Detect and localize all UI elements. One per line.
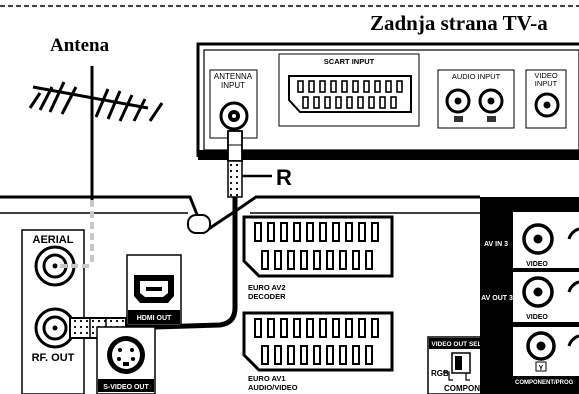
device-back-panel bbox=[0, 195, 480, 235]
scart-pin bbox=[358, 222, 366, 242]
scart-pin bbox=[339, 250, 347, 270]
euro-av1-scart: EURO AV1 AUDIO/VIDEO bbox=[242, 311, 394, 392]
tv-antenna-input: ANTENNA INPUT bbox=[209, 69, 258, 139]
tv-audio-input: AUDIO INPUT bbox=[437, 69, 515, 129]
scart-pin bbox=[300, 345, 308, 365]
scart-pin bbox=[365, 345, 373, 365]
scart-pin bbox=[335, 96, 342, 109]
rf-cable bbox=[123, 130, 272, 331]
s-video-out-label: S-VIDEO OUT bbox=[103, 384, 149, 391]
scart-pin bbox=[324, 96, 331, 109]
scart-pin bbox=[319, 222, 327, 242]
scart-pin bbox=[341, 80, 348, 93]
aerial-label: AERIAL bbox=[33, 234, 74, 246]
av-out3-label: AV OUT 3 bbox=[481, 295, 513, 302]
euro-av1-label-1: EURO AV1 bbox=[248, 374, 286, 383]
scart-pin bbox=[297, 80, 304, 93]
scart-pin bbox=[313, 96, 320, 109]
hdmi-out-label: HDMI OUT bbox=[137, 315, 172, 322]
scart-pin bbox=[357, 96, 364, 109]
tv-antenna-input-label-1: ANTENNA bbox=[214, 72, 253, 81]
scart-pin bbox=[267, 318, 275, 338]
scart-pin bbox=[306, 222, 314, 242]
scart-pin bbox=[352, 80, 359, 93]
scart-pin bbox=[374, 80, 381, 93]
scart-pin bbox=[390, 96, 397, 109]
scart-pin bbox=[396, 80, 403, 93]
scart-pin bbox=[365, 250, 373, 270]
scart-pin bbox=[385, 80, 392, 93]
scart-pin bbox=[293, 222, 301, 242]
scart-pin bbox=[261, 345, 269, 365]
tv-scart-input-label: SCART INPUT bbox=[324, 57, 375, 66]
component-prog-label: COMPONENT/PROG bbox=[515, 380, 574, 386]
scart-pin bbox=[368, 96, 375, 109]
scart-pin bbox=[254, 222, 262, 242]
rf-out-label: RF. OUT bbox=[32, 352, 75, 364]
video-label-1: VIDEO bbox=[526, 261, 548, 268]
av-in3-label: AV IN 3 bbox=[484, 241, 508, 248]
scart-pin bbox=[345, 222, 353, 242]
tv-scart-input: SCART INPUT bbox=[278, 53, 420, 127]
scart-pin bbox=[280, 222, 288, 242]
tv-audio-input-label: AUDIO INPUT bbox=[452, 72, 501, 81]
video-label-2: VIDEO bbox=[526, 314, 548, 321]
y-label: Y bbox=[539, 365, 544, 372]
antenna-dashed-line bbox=[60, 200, 94, 268]
scart-pin bbox=[332, 222, 340, 242]
scart-pin bbox=[274, 250, 282, 270]
tv-back-title: Zadnja strana TV-a bbox=[370, 11, 548, 35]
scart-pin bbox=[371, 318, 379, 338]
scart-pin bbox=[293, 318, 301, 338]
scart-pin bbox=[346, 96, 353, 109]
hdmi-out: HDMI OUT bbox=[126, 254, 182, 326]
s-video-out: S-VIDEO OUT bbox=[96, 326, 156, 394]
euro-av2-label-1: EURO AV2 bbox=[248, 283, 286, 292]
scart-pin bbox=[352, 250, 360, 270]
scart-pin bbox=[313, 250, 321, 270]
scart-pin bbox=[339, 345, 347, 365]
scart-pin bbox=[287, 345, 295, 365]
euro-av1-label-2: AUDIO/VIDEO bbox=[248, 383, 298, 392]
scart-pin bbox=[363, 80, 370, 93]
scart-pin bbox=[261, 250, 269, 270]
scart-pin bbox=[326, 345, 334, 365]
scart-pin bbox=[274, 345, 282, 365]
scart-pin bbox=[306, 318, 314, 338]
scart-pin bbox=[319, 80, 326, 93]
scart-pin bbox=[358, 318, 366, 338]
scart-pin bbox=[345, 318, 353, 338]
av3-block: AV IN 3 AV OUT 3 VIDEO VIDEO Y COMPONENT… bbox=[480, 197, 579, 394]
scart-pin bbox=[332, 318, 340, 338]
antenna-title: Antena bbox=[50, 35, 110, 56]
rgb-label: RGB bbox=[431, 369, 449, 378]
scart-pin bbox=[300, 250, 308, 270]
euro-av2-scart: EURO AV2 DECODER bbox=[242, 215, 394, 301]
video-out-select-label: VIDEO OUT SELECT bbox=[431, 341, 494, 348]
cable-r-label: R bbox=[276, 165, 292, 190]
tv-video-input-label-2: INPUT bbox=[535, 79, 558, 88]
scart-pin bbox=[287, 250, 295, 270]
scart-pin bbox=[302, 96, 309, 109]
aerial-rf-block: AERIAL RF. OUT bbox=[21, 229, 85, 394]
scart-pin bbox=[313, 345, 321, 365]
scart-pin bbox=[254, 318, 262, 338]
scart-pin bbox=[371, 222, 379, 242]
antenna-drawing bbox=[28, 66, 164, 200]
euro-av2-label-2: DECODER bbox=[248, 292, 286, 301]
tv-video-input: VIDEO INPUT bbox=[525, 69, 567, 129]
scart-pin bbox=[267, 222, 275, 242]
component-label: COMPONENT bbox=[444, 384, 496, 393]
tv-antenna-input-label-2: INPUT bbox=[221, 81, 245, 90]
scart-pin bbox=[319, 318, 327, 338]
scart-pin bbox=[308, 80, 315, 93]
scart-pin bbox=[280, 318, 288, 338]
scart-pin bbox=[352, 345, 360, 365]
scart-pin bbox=[330, 80, 337, 93]
scart-pin bbox=[379, 96, 386, 109]
scart-pin bbox=[326, 250, 334, 270]
tv-video-input-label-1: VIDEO bbox=[534, 71, 558, 80]
